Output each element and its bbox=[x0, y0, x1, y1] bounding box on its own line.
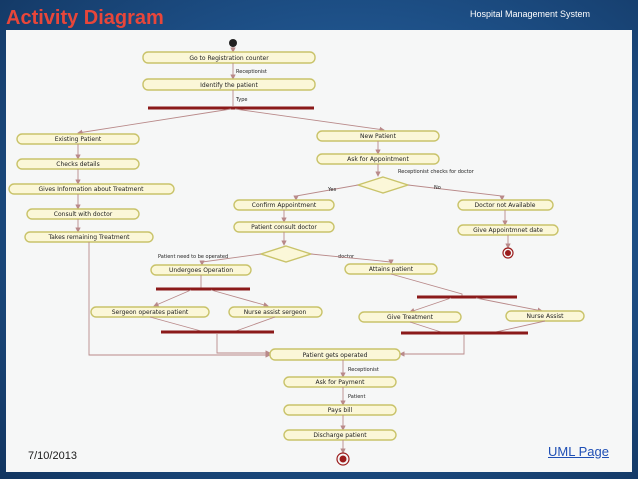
svg-text:Ask for Appointment: Ask for Appointment bbox=[347, 156, 409, 163]
edge bbox=[235, 316, 276, 332]
edge bbox=[216, 333, 271, 356]
diagram-panel: Go to Registration counter Receptionist … bbox=[6, 30, 632, 472]
initial-node bbox=[229, 39, 237, 47]
label-patient-need-operated: Patient need to be operated bbox=[158, 254, 228, 260]
svg-text:Attains patient: Attains patient bbox=[369, 266, 414, 273]
node-new-patient: New Patient bbox=[316, 130, 440, 142]
node-consult-with-doctor: Consult with doctor bbox=[26, 208, 140, 220]
svg-text:Existing Patient: Existing Patient bbox=[55, 136, 102, 143]
node-identify-patient: Identify the patient bbox=[142, 78, 316, 91]
edge bbox=[399, 334, 465, 357]
decision-operation bbox=[258, 245, 314, 263]
node-existing-patient: Existing Patient bbox=[16, 133, 140, 145]
svg-text:Patient consult doctor: Patient consult doctor bbox=[251, 224, 317, 231]
activity-diagram: Go to Registration counter Receptionist … bbox=[8, 39, 585, 466]
final-node-core bbox=[339, 455, 347, 463]
decision-doctor-available bbox=[355, 176, 411, 194]
svg-text:New Patient: New Patient bbox=[360, 133, 397, 140]
edge bbox=[390, 273, 463, 296]
label-no: No bbox=[434, 185, 441, 191]
edge bbox=[495, 320, 546, 333]
node-patient-gets-operated: Patient gets operated bbox=[269, 348, 401, 361]
edge bbox=[475, 297, 543, 313]
svg-text:Nurse assist sergeon: Nurse assist sergeon bbox=[244, 309, 307, 316]
svg-text:Discharge patient: Discharge patient bbox=[313, 432, 367, 439]
final-node bbox=[336, 452, 350, 466]
slide-date: 7/10/2013 bbox=[28, 450, 77, 462]
svg-text:Go to Registration counter: Go to Registration counter bbox=[189, 55, 269, 62]
svg-text:Nurse Assist: Nurse Assist bbox=[527, 313, 565, 320]
svg-text:Give Treatment: Give Treatment bbox=[387, 314, 434, 321]
edge bbox=[407, 184, 505, 201]
svg-text:Give Appointmnet date: Give Appointmnet date bbox=[473, 227, 543, 234]
node-discharge-patient: Discharge patient bbox=[283, 429, 397, 441]
svg-text:Ask for Payment: Ask for Payment bbox=[315, 379, 365, 386]
node-patient-consult-doctor: Patient consult doctor bbox=[233, 221, 335, 233]
uml-page-link[interactable]: UML Page bbox=[548, 444, 609, 459]
svg-text:Identify the patient: Identify the patient bbox=[200, 82, 258, 89]
edge bbox=[88, 242, 271, 358]
node-pays-bill: Pays bill bbox=[283, 404, 397, 416]
edge bbox=[199, 253, 262, 266]
label-doctor: doctor bbox=[338, 254, 355, 260]
slide-title: Activity Diagram bbox=[6, 7, 164, 29]
edge bbox=[409, 297, 452, 314]
final-node-appointment bbox=[502, 247, 514, 259]
label-yes: Yes bbox=[327, 187, 336, 193]
edge bbox=[409, 321, 442, 333]
node-doctor-not-available: Doctor not Available bbox=[457, 199, 554, 211]
label-type: Type bbox=[235, 97, 247, 103]
svg-text:Sergeon operates patient: Sergeon operates patient bbox=[112, 309, 189, 316]
edge bbox=[149, 316, 202, 332]
label-receptionist-checks: Receptionist checks for doctor bbox=[398, 169, 475, 175]
node-confirm-appointment: Confirm Appointment bbox=[233, 199, 335, 211]
edge bbox=[77, 108, 232, 135]
label-receptionist: Receptionist bbox=[236, 69, 267, 75]
svg-text:Consult with doctor: Consult with doctor bbox=[54, 211, 113, 218]
node-gives-information: Gives Information about Treatment bbox=[8, 183, 175, 195]
svg-text:Gives Information about Treatm: Gives Information about Treatment bbox=[39, 186, 145, 193]
node-ask-for-appointment: Ask for Appointment bbox=[316, 153, 440, 165]
edge bbox=[293, 184, 359, 201]
node-takes-remaining: Takes remaining Treatment bbox=[24, 231, 154, 243]
node-sergeon-operates: Sergeon operates patient bbox=[90, 306, 210, 318]
node-nurse-assist: Nurse Assist bbox=[505, 310, 585, 322]
svg-text:Pays bill: Pays bill bbox=[328, 407, 353, 414]
node-checks-details: Checks details bbox=[16, 158, 140, 170]
node-attains-patient: Attains patient bbox=[344, 263, 438, 275]
svg-text:Confirm Appointment: Confirm Appointment bbox=[252, 202, 317, 209]
edge bbox=[153, 289, 192, 307]
node-go-to-registration: Go to Registration counter bbox=[142, 51, 316, 64]
label-patient: Patient bbox=[348, 394, 365, 400]
svg-text:Takes remaining Treatment: Takes remaining Treatment bbox=[47, 234, 130, 241]
svg-text:Checks details: Checks details bbox=[56, 161, 99, 168]
final-node-appointment-core bbox=[505, 250, 511, 256]
svg-text:Patient gets operated: Patient gets operated bbox=[303, 352, 368, 359]
label-receptionist-2: Receptionist bbox=[348, 367, 379, 373]
node-give-treatment: Give Treatment bbox=[358, 311, 462, 323]
svg-text:Doctor not Available: Doctor not Available bbox=[475, 202, 536, 209]
node-ask-for-payment: Ask for Payment bbox=[283, 376, 397, 388]
slide-subtitle: Hospital Management System bbox=[470, 9, 591, 19]
edge bbox=[234, 108, 385, 133]
node-undergoes-operation: Undergoes Operation bbox=[150, 264, 252, 276]
svg-text:Undergoes Operation: Undergoes Operation bbox=[169, 267, 233, 274]
node-give-appointment-date: Give Appointmnet date bbox=[457, 224, 559, 236]
edge bbox=[210, 289, 269, 308]
node-nurse-assist-sergeon: Nurse assist sergeon bbox=[228, 306, 323, 318]
